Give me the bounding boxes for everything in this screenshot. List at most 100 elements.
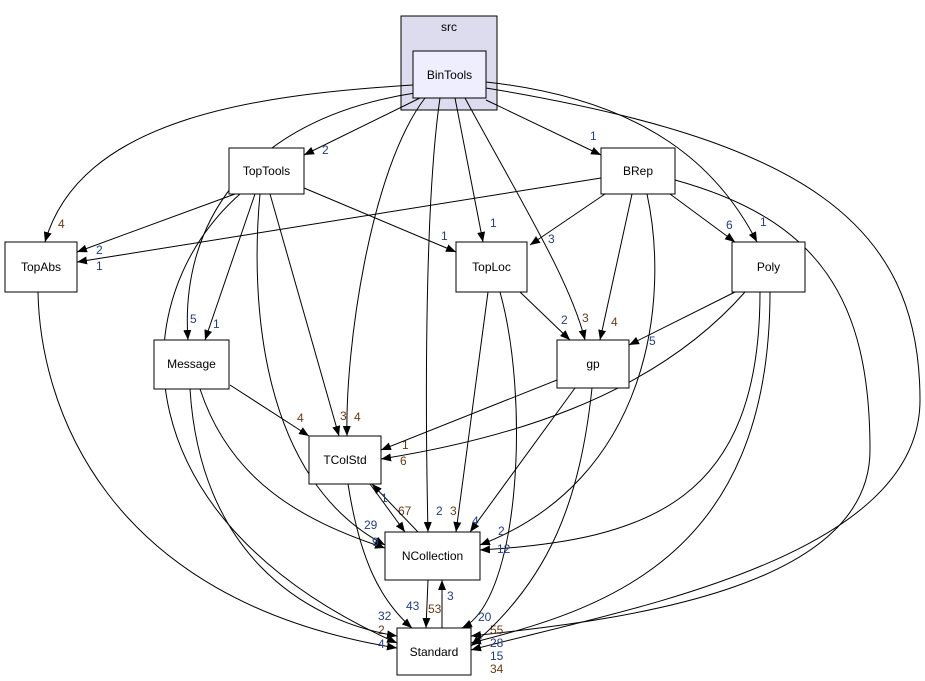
edge-label[interactable]: 2 — [96, 243, 103, 257]
edge-toptools-to-standard[interactable]: 2 — [163, 193, 398, 644]
node-toptools[interactable]: TopTools — [228, 147, 305, 195]
node-gp[interactable]: gp — [556, 339, 630, 389]
edge-label[interactable]: 2 — [498, 524, 505, 538]
node-tcolstd[interactable]: TColStd — [308, 435, 382, 485]
edge-toptools-to-message[interactable]: 1 — [204, 193, 256, 341]
edge-gp-to-tcolstd[interactable]: 1 — [380, 379, 558, 452]
edge-toploc-to-standard[interactable]: 20 — [461, 291, 517, 629]
edge-line — [256, 193, 386, 546]
edge-topabs-to-standard[interactable]: 4 — [37, 291, 398, 651]
edge-label[interactable]: 55 — [490, 623, 504, 637]
edge-label[interactable]: 20 — [478, 610, 492, 624]
edge-label[interactable]: 6 — [400, 454, 407, 468]
edge-bintools-to-brep[interactable]: 1 — [485, 99, 602, 156]
edge-message-to-tcolstd[interactable]: 4 — [229, 384, 310, 437]
edge-poly-to-tcolstd[interactable]: 6 — [380, 291, 746, 468]
node-standard[interactable]: Standard — [396, 627, 472, 676]
edge-poly-to-ncollection[interactable]: 12 — [479, 291, 761, 556]
edge-label[interactable]: 1 — [441, 229, 448, 243]
edge-label[interactable]: 1 — [96, 259, 103, 273]
node-toploc[interactable]: TopLoc — [455, 241, 528, 293]
edge-label[interactable]: 29 — [364, 518, 378, 532]
edge-label[interactable]: 1 — [213, 317, 220, 331]
edge-toptools-to-topabs[interactable]: 2 — [76, 193, 236, 257]
node-label: Poly — [757, 260, 780, 274]
edge-label[interactable]: 3 — [548, 232, 555, 246]
edge-message-to-ncollection[interactable]: 9 — [199, 388, 386, 549]
edge-toptools-to-toploc[interactable]: 1 — [303, 187, 457, 253]
edge-bintools-to-poly[interactable]: 1 — [485, 81, 767, 243]
edge-line — [371, 483, 419, 533]
edge-brep-to-ncollection[interactable]: 2 — [479, 193, 656, 546]
edge-bintools-to-tcolstd[interactable]: 4 — [342, 97, 426, 437]
edge-brep-to-gp[interactable]: 4 — [598, 193, 633, 341]
edge-standard-to-ncollection[interactable]: 3 — [438, 580, 454, 628]
edge-bintools-to-toploc[interactable]: 1 — [454, 97, 497, 243]
edge-label[interactable]: 1 — [381, 491, 388, 505]
node-label: TopAbs — [21, 260, 61, 274]
edge-label[interactable]: 4 — [58, 217, 65, 231]
edge-label[interactable]: 34 — [490, 662, 504, 676]
edge-gp-to-standard[interactable]: 15 — [470, 387, 593, 663]
edge-label[interactable]: 4 — [611, 315, 618, 329]
edge-poly-to-standard[interactable]: 28 — [470, 291, 771, 650]
edge-ncollection-to-tcolstd[interactable]: 1 — [371, 483, 419, 533]
edge-label[interactable]: 3 — [582, 311, 589, 325]
edge-brep-to-topabs[interactable]: 1 — [76, 177, 602, 273]
edge-label[interactable]: 5 — [190, 312, 197, 326]
edge-bintools-to-gp[interactable]: 3 — [464, 97, 589, 341]
edge-label[interactable]: 67 — [398, 504, 412, 518]
edge-label[interactable]: 53 — [428, 602, 442, 616]
edge-brep-to-standard[interactable]: 55 — [470, 179, 871, 639]
edge-label[interactable]: 43 — [406, 599, 420, 613]
edge-bintools-to-topabs[interactable]: 4 — [43, 84, 414, 243]
edge-label[interactable]: 2 — [378, 623, 385, 637]
edge-label[interactable]: 1 — [402, 438, 409, 452]
edge-label[interactable]: 2 — [436, 504, 443, 518]
edge-poly-to-gp[interactable]: 5 — [628, 291, 736, 348]
node-brep[interactable]: BRep — [600, 147, 676, 195]
edge-label[interactable]: 3 — [340, 409, 347, 423]
node-bintools[interactable]: BinTools — [412, 50, 487, 99]
node-message[interactable]: Message — [153, 339, 230, 390]
node-ncollection[interactable]: NCollection — [384, 531, 481, 581]
edge-label[interactable]: 2 — [322, 143, 329, 157]
edge-ncollection-to-standard[interactable]: 53 — [422, 579, 442, 629]
edge-line — [453, 291, 489, 533]
edge-label[interactable]: 4 — [472, 514, 479, 528]
edge-label[interactable]: 28 — [490, 636, 504, 650]
edge-label[interactable]: 5 — [649, 334, 656, 348]
edge-label[interactable]: 3 — [447, 589, 454, 603]
edge-label[interactable]: 15 — [490, 649, 504, 663]
edge-toploc-to-ncollection[interactable]: 3 — [450, 291, 489, 533]
node-poly[interactable]: Poly — [731, 241, 806, 293]
edge-bintools-to-toptools[interactable]: 2 — [303, 97, 421, 157]
edge-message-to-standard[interactable]: 32 — [189, 388, 398, 639]
edge-line — [380, 291, 746, 462]
edge-label[interactable]: 6 — [726, 218, 733, 232]
edge-label[interactable]: 4 — [378, 637, 385, 651]
edge-tcolstd-to-standard[interactable]: 43 — [347, 483, 420, 629]
edge-toptools-to-ncollection[interactable]: 29 — [256, 193, 386, 546]
edge-label[interactable]: 1 — [590, 129, 597, 143]
edge-gp-to-ncollection[interactable]: 4 — [469, 387, 576, 533]
edge-bintools-to-standard[interactable]: 34 — [470, 87, 921, 676]
edge-label[interactable]: 3 — [450, 504, 457, 518]
edge-label[interactable]: 4 — [354, 410, 361, 424]
edge-label[interactable]: 12 — [497, 542, 511, 556]
edge-label[interactable]: 32 — [378, 609, 392, 623]
edge-brep-to-toploc[interactable]: 3 — [529, 193, 606, 246]
edge-bintools-to-ncollection[interactable]: 2 — [423, 97, 443, 533]
edge-label[interactable]: 9 — [372, 535, 379, 549]
edge-label[interactable]: 4 — [297, 411, 304, 425]
edge-line — [669, 193, 736, 243]
edge-label[interactable]: 1 — [490, 216, 497, 230]
edge-label[interactable]: 1 — [760, 215, 767, 229]
edge-brep-to-poly[interactable]: 6 — [669, 193, 736, 243]
edge-toploc-to-gp[interactable]: 2 — [519, 291, 571, 341]
edges: 4254213113421312921346255423205612284932… — [37, 81, 921, 676]
edge-line — [485, 99, 602, 156]
edge-label[interactable]: 2 — [561, 313, 568, 327]
edge-toptools-to-tcolstd[interactable]: 3 — [269, 193, 347, 437]
node-topabs[interactable]: TopAbs — [4, 241, 78, 293]
